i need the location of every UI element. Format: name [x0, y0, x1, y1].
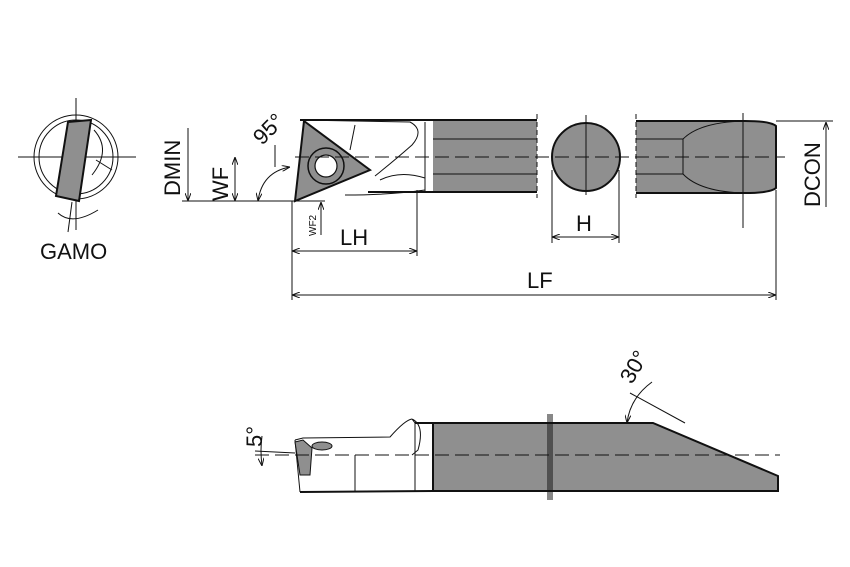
torx-screw-icon: [314, 154, 338, 178]
wf-label: WF: [208, 167, 233, 201]
wf2-label: WF2: [308, 214, 319, 236]
end-view: GAMO: [18, 98, 136, 264]
dcon-label: DCON: [800, 142, 825, 207]
side-view: 30° 5°: [242, 346, 780, 500]
angle-95-label: 95°: [248, 108, 289, 149]
h-label: H: [576, 211, 592, 236]
lf-label: LF: [527, 268, 553, 293]
dmin-label: DMIN: [160, 140, 185, 196]
gamo-label: GAMO: [40, 239, 107, 264]
lh-label: LH: [340, 225, 368, 250]
angle-5-label: 5°: [242, 426, 267, 447]
angle-30-label: 30°: [615, 346, 653, 387]
top-view: DMIN WF 95° WF2 LH LF H DCON: [160, 108, 833, 300]
